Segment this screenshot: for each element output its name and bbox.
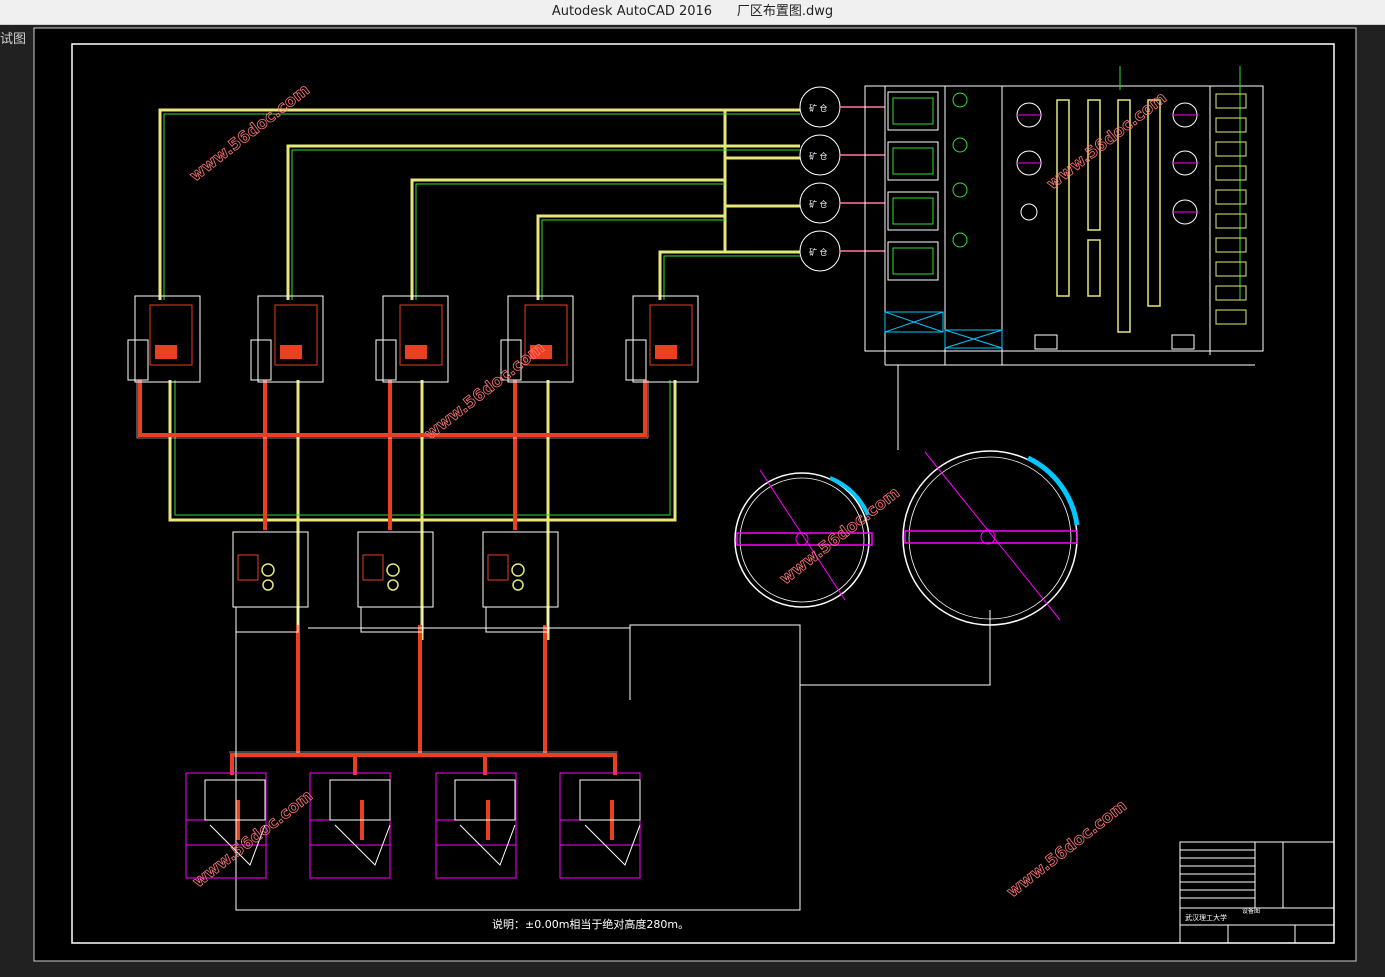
flotation-cells-column <box>1215 93 1247 325</box>
title-block-school: 武汉理工大学 <box>1185 913 1227 922</box>
ore-bin-label-1: 矿 仓 <box>809 103 828 113</box>
yellow-feed-pipes <box>158 108 800 640</box>
white-pipe-lines <box>235 365 991 911</box>
screen-magenta-marks <box>1017 114 1197 213</box>
ore-bin-label-2: 矿 仓 <box>809 151 828 161</box>
green-feed-lines <box>163 113 800 516</box>
flotation-units <box>185 772 641 879</box>
view-label: 试图 <box>0 32 27 47</box>
ore-bin-label-3: 矿 仓 <box>809 199 828 209</box>
drawing-sheet <box>33 27 1357 962</box>
file-name: 厂区布置图.dwg <box>736 4 834 19</box>
title-block-drawing-name: 设备图 <box>1242 907 1260 915</box>
crusher-cyan-details <box>884 311 1003 349</box>
thickener-large <box>902 450 1080 626</box>
ball-mill-units <box>127 295 699 383</box>
drawing-viewport[interactable]: 矿 仓 矿 仓 矿 仓 矿 仓 <box>0 24 1385 973</box>
title-block <box>1179 841 1335 944</box>
window-title-bar: Autodesk AutoCAD 2016 厂区布置图.dwg <box>0 0 1385 25</box>
ore-bin-label-4: 矿 仓 <box>809 247 828 257</box>
bin-feed-pipes <box>840 106 885 252</box>
cyclone-yellow-details <box>261 563 525 591</box>
crusher-green-details <box>892 66 1241 300</box>
screen-yellow-columns <box>1056 99 1161 333</box>
drawing-note: 说明：±0.00m相当于绝对高度280m。 <box>492 917 689 931</box>
crushing-building <box>864 85 1264 366</box>
thickener-small <box>734 469 873 608</box>
red-pulp-pipes <box>138 380 647 840</box>
inner-frame <box>71 43 1335 944</box>
red-pipe-outline <box>136 380 649 753</box>
cyclone-units <box>232 531 559 633</box>
app-name: Autodesk AutoCAD 2016 <box>551 4 713 19</box>
